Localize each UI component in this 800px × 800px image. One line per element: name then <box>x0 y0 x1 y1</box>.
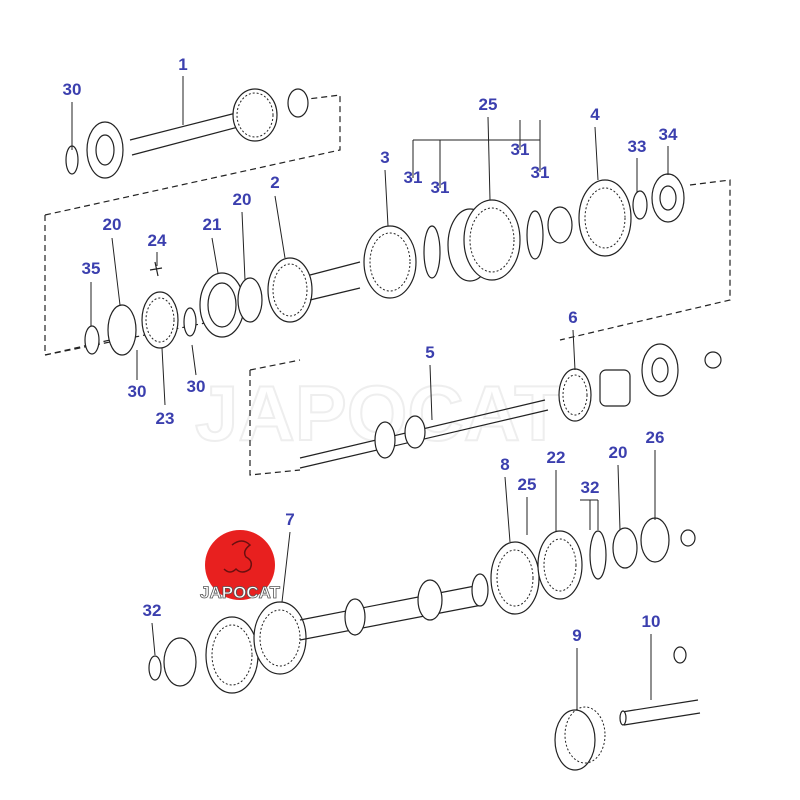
callout-30: 30 <box>128 382 147 401</box>
callout-labels: 30 1 25 4 33 34 3 31 31 31 31 2 20 21 20… <box>63 55 678 645</box>
callout-3: 3 <box>380 148 389 167</box>
callout-34: 34 <box>659 125 678 144</box>
callout-35: 35 <box>82 259 101 278</box>
reverse-idler-assembly <box>554 646 701 771</box>
callout-22: 22 <box>547 448 566 467</box>
callout-20: 20 <box>103 215 122 234</box>
callout-30: 30 <box>63 80 82 99</box>
callout-32: 32 <box>581 478 600 497</box>
callout-21: 21 <box>203 215 222 234</box>
main-shaft-assembly <box>299 343 722 469</box>
callout-25: 25 <box>479 95 498 114</box>
callout-1: 1 <box>178 55 187 74</box>
callout-31: 31 <box>431 178 450 197</box>
callout-23: 23 <box>156 409 175 428</box>
upper-gear-train <box>84 173 685 356</box>
callout-20: 20 <box>609 443 628 462</box>
callout-6: 6 <box>568 308 577 327</box>
callout-26: 26 <box>646 428 665 447</box>
dashed-frame-main <box>249 359 301 476</box>
callout-31: 31 <box>404 168 423 187</box>
callout-7: 7 <box>285 510 294 529</box>
logo-red-sun <box>205 530 275 600</box>
callout-10: 10 <box>642 612 661 631</box>
callout-9: 9 <box>572 626 581 645</box>
input-shaft-assembly <box>65 88 309 179</box>
dashed-frame-mid <box>44 179 731 356</box>
logo-cat-glyph <box>223 540 253 573</box>
callout-5: 5 <box>425 343 434 362</box>
callout-32: 32 <box>143 601 162 620</box>
callout-24: 24 <box>148 231 167 250</box>
callout-2: 2 <box>270 173 279 192</box>
callout-33: 33 <box>628 137 647 156</box>
callout-25: 25 <box>518 475 537 494</box>
leader-lines <box>71 76 669 710</box>
callout-20: 20 <box>233 190 252 209</box>
callout-30: 30 <box>187 377 206 396</box>
callout-8: 8 <box>500 455 509 474</box>
callout-31: 31 <box>531 163 550 182</box>
callout-4: 4 <box>590 105 600 124</box>
japocat-logo: JAPOCAT <box>200 530 281 602</box>
countershaft-assembly <box>148 517 696 694</box>
callout-31: 31 <box>511 140 530 159</box>
logo-text: JAPOCAT <box>200 583 281 602</box>
